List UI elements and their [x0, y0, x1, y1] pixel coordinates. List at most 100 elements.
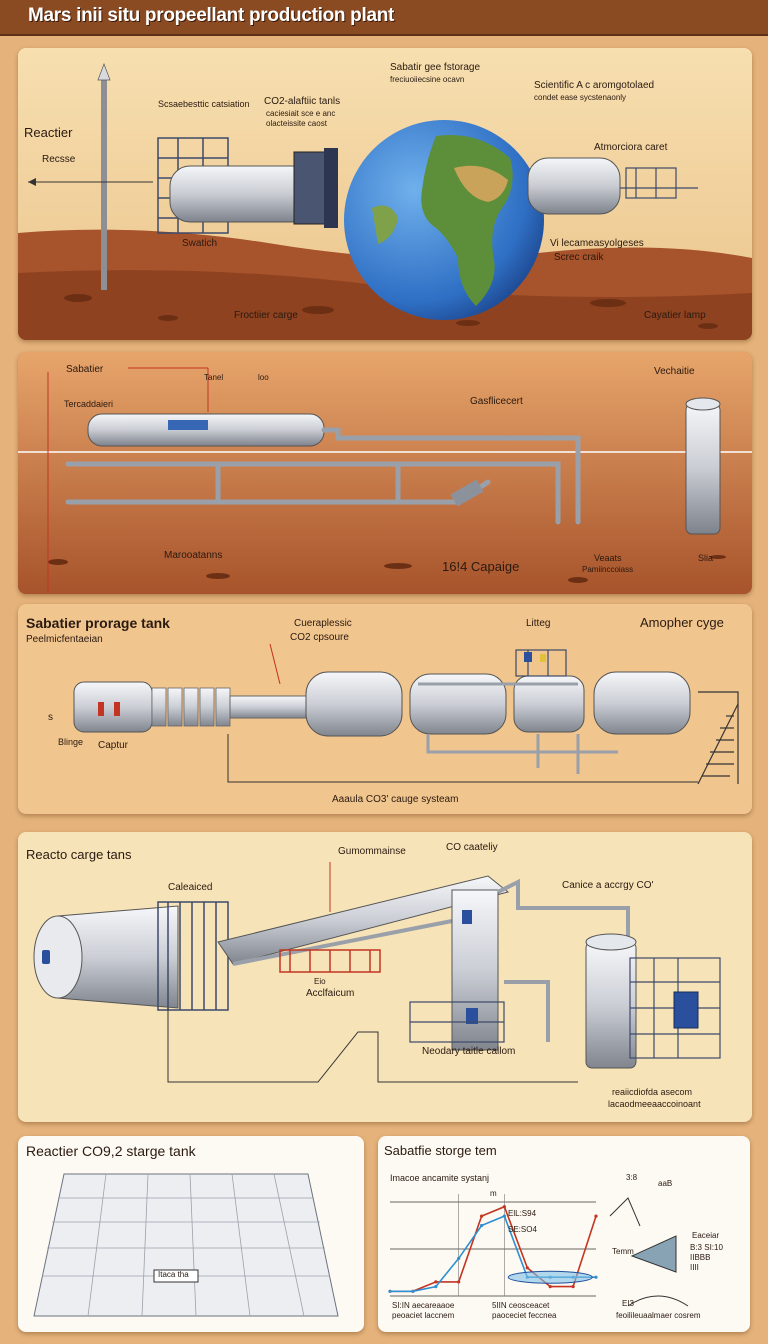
label-scientific: Scientific A c aromgotolaed	[534, 80, 655, 91]
label-heading: Reacto carge tans	[26, 847, 132, 862]
label-co2a: Cueraplessic	[294, 618, 352, 629]
label-loo: loo	[258, 373, 269, 382]
chart-point-0-9	[594, 1214, 598, 1218]
label-receive: Recsse	[42, 154, 76, 165]
chart-point-1-2	[434, 1285, 438, 1289]
label-capsule: Cayatier lamp	[644, 310, 706, 321]
label-r8: EI3	[622, 1299, 635, 1308]
title-bar: Mars inii situ propeellant production pl…	[0, 0, 768, 36]
side-diagram	[609, 1197, 689, 1307]
panel-storage-chart: Sabatfie storge tem Imacoe ancamite syst…	[378, 1136, 750, 1332]
label-reactor: Reactier	[24, 125, 73, 140]
label-separation: Scsaebesttic catsiation	[158, 99, 250, 109]
label-bottom: Aaaula CO3' cauge systeam	[332, 794, 459, 805]
chart-point-0-4	[480, 1214, 484, 1218]
label-bm2: paoceciet feccnea	[492, 1311, 557, 1320]
chart-point-1-0	[388, 1289, 392, 1293]
label-bio: Eio	[314, 977, 326, 986]
panel-storage-tanks: Sabatier prorage tank Peelmicfentaeian C…	[18, 604, 752, 814]
label-litteg: Litteg	[526, 618, 551, 629]
label-switch: Swatich	[182, 238, 218, 249]
chart-point-0-7	[548, 1285, 552, 1289]
label-r5: B:3 SI:10	[690, 1243, 723, 1252]
label-veau: Veaats	[594, 553, 622, 563]
label-co2-sub: caciesiait sce e anc	[266, 109, 336, 118]
chart-point-1-4	[480, 1223, 484, 1228]
label-r6: IIBBB	[690, 1253, 711, 1262]
label-a2: SE:SO4	[508, 1225, 537, 1234]
panel-reactor: Reacto carge tans Caleaiced Gumommainse …	[18, 832, 752, 1122]
label-scree: Screc craik	[554, 252, 604, 263]
surface-illustration	[18, 48, 752, 340]
label-bl2: peoaciet laccnem	[392, 1311, 455, 1320]
chart-title: Sabatfie storge tem	[384, 1143, 497, 1158]
panel-pipeline: Sabatier Tanel loo Tercaddaieri Gasflice…	[18, 352, 752, 594]
label-vechicle: Vechaitie	[654, 366, 695, 377]
reactor-illustration	[33, 862, 721, 1083]
label-a1: ElL:S94	[508, 1209, 537, 1218]
label-sub: Peelmicfentaeian	[26, 634, 103, 645]
label-rea: reaiicdiofda asecom	[612, 1087, 693, 1097]
label-ref: s	[48, 712, 53, 723]
panel-surface-overview: Reactier Recsse Scsaebesttic catsiation …	[18, 48, 752, 340]
label-heading: Reactier CO9,2 starge tank	[26, 1143, 196, 1159]
label-canice: Canice a accrgy CO'	[562, 880, 654, 891]
label-blinge: Blinge	[58, 737, 84, 747]
page-title: Mars inii situ propeellant production pl…	[28, 5, 395, 26]
chart-point-0-2	[434, 1280, 438, 1284]
label-acclim: Acclfaicum	[306, 988, 355, 999]
chart-point-0-5	[502, 1205, 506, 1209]
tank-grid	[33, 1173, 339, 1317]
label-bl: SI:IN aecareaaoe	[392, 1301, 455, 1310]
label-captur: Captur	[98, 740, 129, 751]
label-storage-sub: freciuoiiecsine ocavn	[390, 75, 465, 84]
chart-point-0-6	[525, 1266, 529, 1270]
label-scientific-sub: condet ease sycstenaonly	[534, 93, 627, 102]
label-co-cat: CO caateliy	[446, 842, 498, 853]
label-m: m	[490, 1189, 497, 1198]
label-encoder: Tercaddaieri	[64, 399, 114, 409]
label-br: feoilileuaalmaer cosrem	[616, 1311, 701, 1320]
label-product: Froctiier carge	[234, 310, 298, 321]
label-storage-top: Sabatir gee fstorage	[390, 62, 481, 73]
label-co2b: CO2 cpsoure	[290, 632, 349, 643]
panel-co2-tank-grid: Reactier CO9,2 starge tank Itaca tha	[18, 1136, 364, 1332]
label-vi: Vi lecameasyolgeses	[550, 238, 644, 249]
chart-point-1-5	[502, 1214, 506, 1218]
chart-point-1-1	[411, 1289, 415, 1293]
label-slot: Slia	[698, 553, 714, 563]
label-bm: 5IIN ceosceacet	[492, 1301, 550, 1310]
chart-pool-marker	[507, 1270, 593, 1284]
label-pneu: Pamiinccoiass	[582, 565, 634, 574]
label-r1: 3:8	[626, 1173, 638, 1182]
label-rea2: lacaodmeeaaccoinoant	[608, 1099, 701, 1109]
label-co2-sub2: olacteissite caost	[266, 119, 327, 128]
label-r4: Temm	[612, 1247, 634, 1256]
chart-point-0-8	[571, 1285, 575, 1289]
chart-series-line-0	[390, 1205, 597, 1293]
storage-illustration	[73, 643, 739, 785]
label-co2-tanks: CO2-alaftiic tanls	[264, 96, 341, 107]
label-badge: Itaca tha	[158, 1270, 189, 1279]
label-r3: Eaceiar	[692, 1231, 720, 1240]
pipeline-illustration	[18, 352, 752, 594]
label-gas: Gasflicecert	[470, 396, 523, 407]
label-r2: aaB	[658, 1179, 673, 1188]
label-commun: Gumommainse	[338, 846, 406, 857]
label-neo: Neodary taitle callom	[422, 1046, 516, 1057]
label-atmosphere: Atmorciora caret	[594, 142, 668, 153]
label-heading: Sabatier prorage tank	[26, 615, 170, 631]
label-calcined: Caleaiced	[168, 882, 213, 893]
label-r7: IIII	[690, 1263, 699, 1272]
chart-grid	[390, 1194, 596, 1297]
chart-point-1-9	[594, 1275, 598, 1279]
chart-point-1-3	[457, 1256, 461, 1260]
storage-chart	[388, 1194, 689, 1307]
chart-subtitle: Imacoe ancamite systanj	[390, 1173, 490, 1183]
label-capacity: 16!4 Capaige	[442, 559, 520, 574]
label-maneuver: Marooatanns	[164, 550, 223, 561]
label-sensor: Tanel	[204, 373, 224, 382]
chart-point-0-3	[457, 1280, 461, 1284]
label-sabatier: Sabatier	[66, 364, 104, 375]
label-amph: Amopher cyge	[640, 615, 724, 630]
